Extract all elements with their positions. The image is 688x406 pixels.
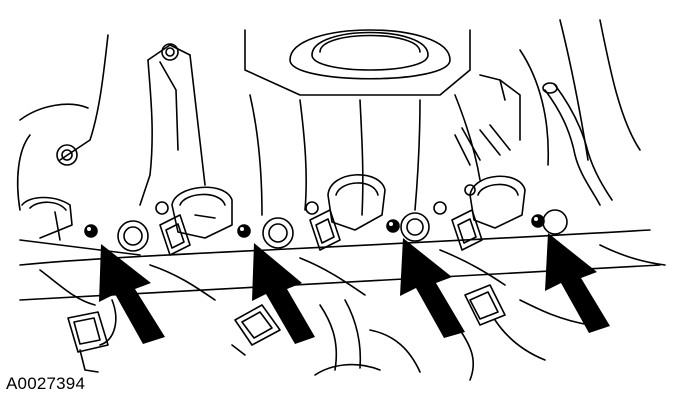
injector-ports: [117, 209, 568, 252]
mounting-bosses: [56, 43, 476, 215]
arrow-icon: [252, 243, 315, 344]
arrow-icon: [545, 233, 610, 333]
figure-id-label: A0027394: [6, 374, 86, 393]
vacuum-hose: [542, 82, 613, 206]
arrow-icon: [400, 238, 465, 338]
callout-arrows: [99, 233, 610, 344]
arrow-icon: [99, 244, 165, 344]
fuel-injectors: [21, 174, 526, 256]
intake-manifold: [16, 19, 641, 216]
wiring-harness: [67, 284, 591, 381]
